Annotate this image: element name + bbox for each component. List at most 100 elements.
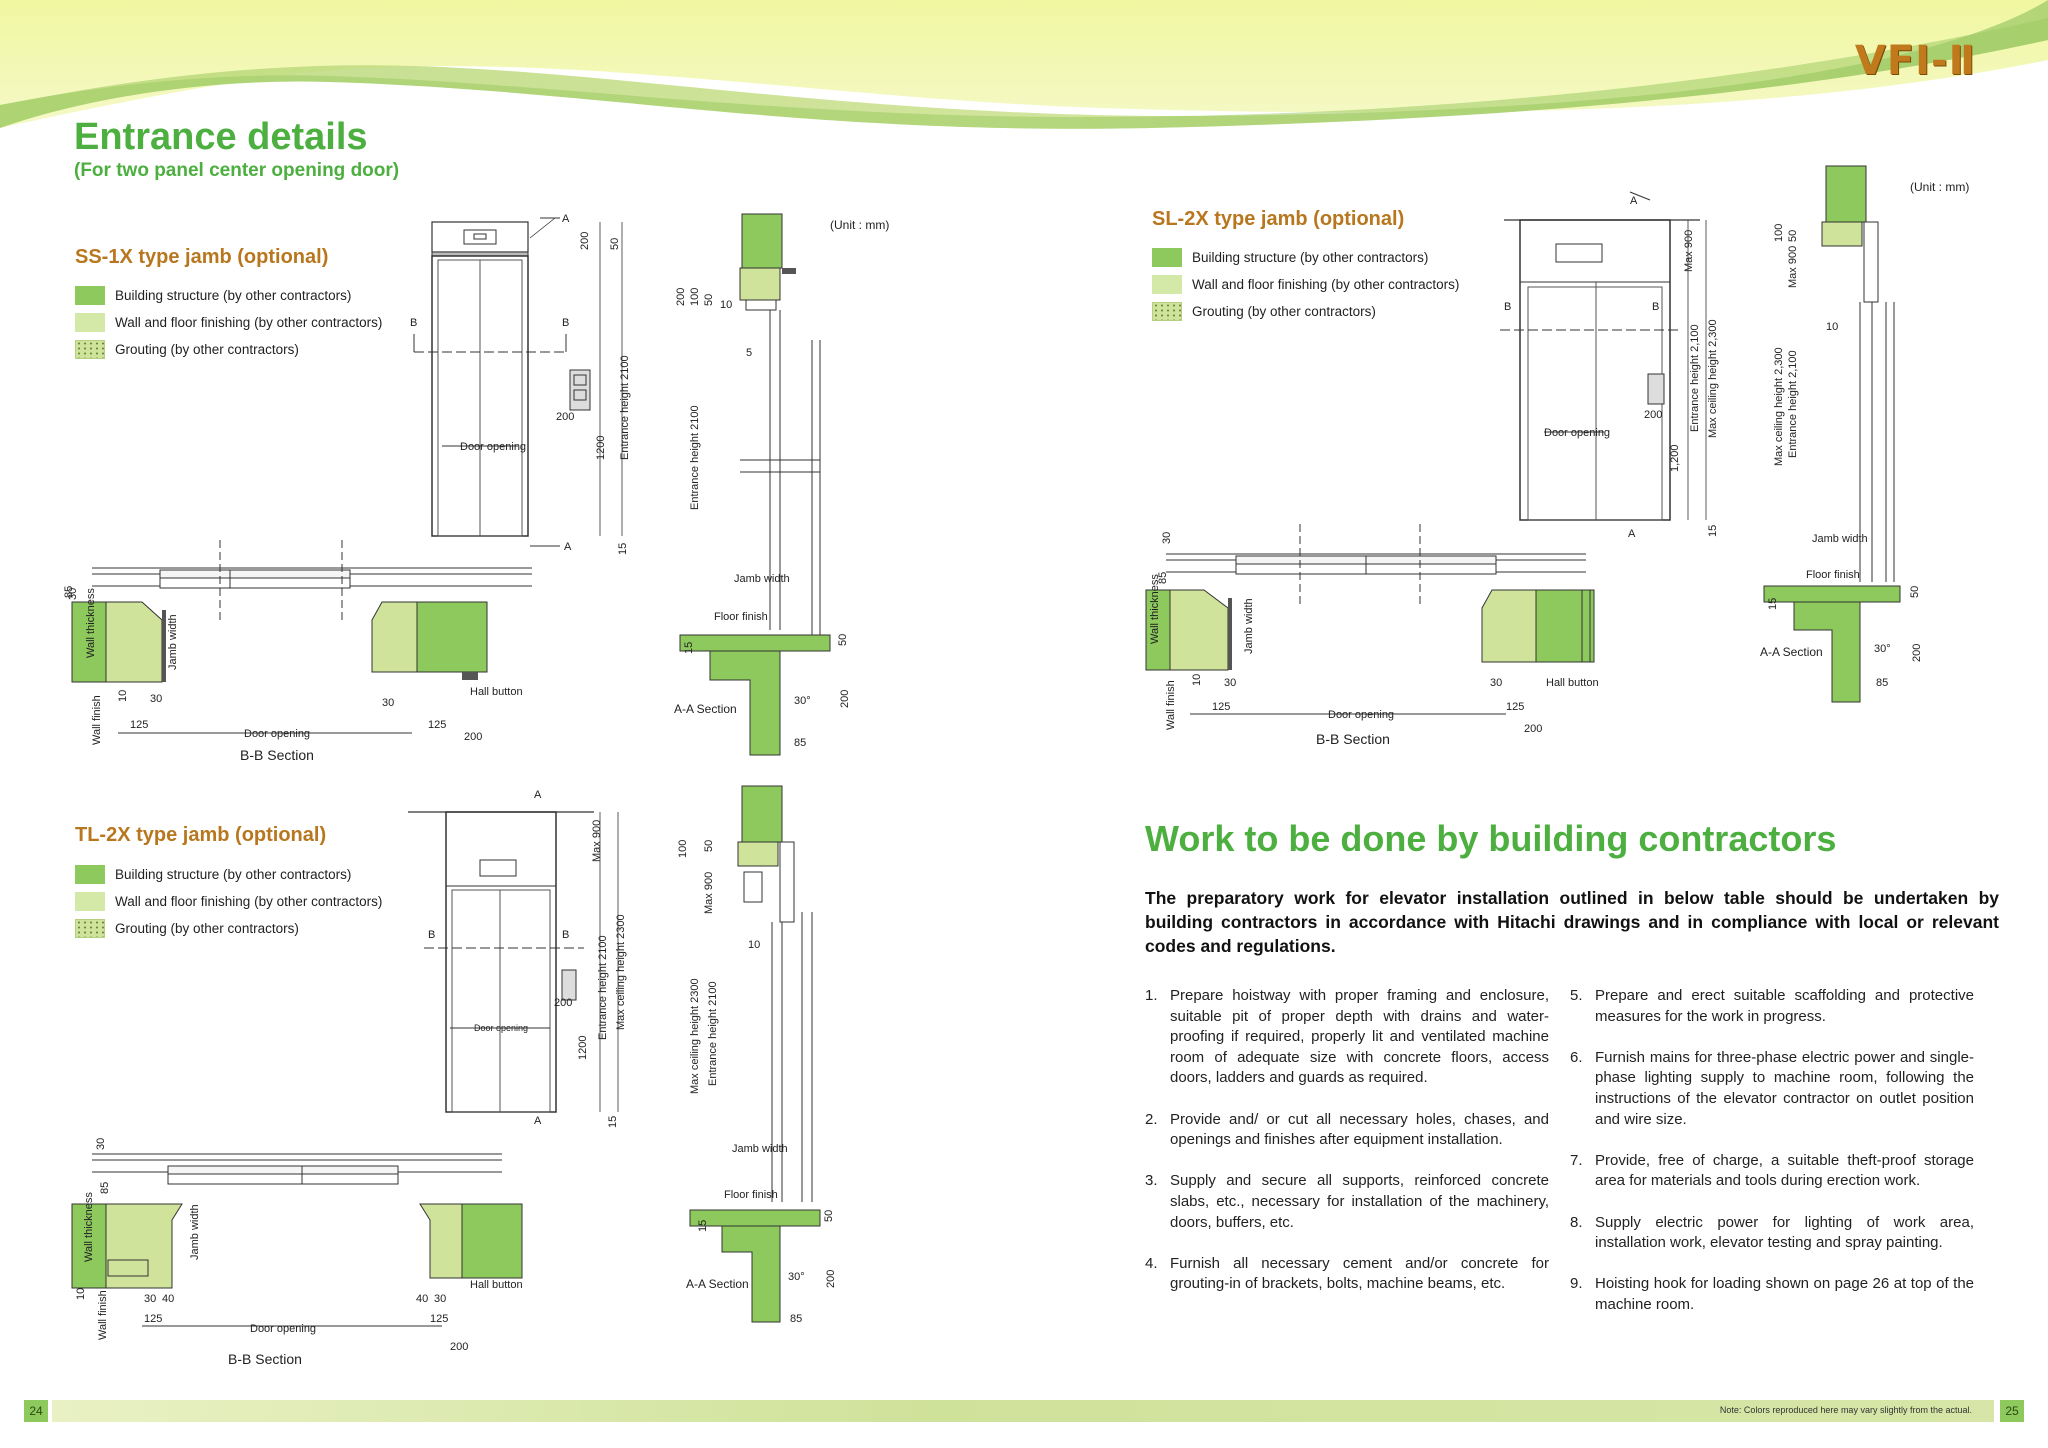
sl2x-aa-section: 100 50 Max 900 10 Max ceiling height 2,3… [1760, 165, 1923, 703]
dim-30: 30 [1224, 677, 1236, 689]
dim-40: 40 [162, 1293, 174, 1305]
list-item: 2.Provide and/ or cut all necessary hole… [1145, 1110, 1549, 1149]
jamb-width-label: Jamb width [189, 1204, 201, 1260]
legend-grouting: Grouting (by other contractors) [75, 339, 382, 359]
max-ceiling-label: Max ceiling height 2300 [689, 978, 701, 1094]
ss1x-front-elevation: A A B B Door opening 200 200 50 1200 Ent… [410, 213, 631, 555]
label-a: A [534, 1115, 542, 1127]
label-a: A [534, 789, 542, 801]
dim-15: 15 [617, 543, 629, 555]
dim-85: 85 [63, 586, 75, 598]
max-900-label: Max 900 [703, 872, 715, 914]
wall-thickness-label: Wall thickness [85, 588, 97, 658]
angle-30: 30° [794, 695, 811, 707]
floor-finish-label: Floor finish [714, 611, 768, 623]
hall-button-label: Hall button [470, 686, 523, 698]
entrance-height-label: Entrance height 2100 [707, 981, 719, 1086]
list-item: 3.Supply and secure all supports, reinfo… [1145, 1172, 1549, 1231]
aa-section-label: A-A Section [674, 702, 737, 716]
dim-10: 10 [720, 299, 732, 311]
jamb-width-label: Jamb width [732, 1143, 788, 1155]
dim-10: 10 [748, 939, 760, 951]
header-banner [0, 0, 2048, 140]
list-item: 7.Provide, free of charge, a suitable th… [1570, 1151, 1974, 1190]
floor-finish-label: Floor finish [1806, 569, 1860, 581]
entrance-height-label: Entrance height 2100 [597, 935, 609, 1040]
dim-200: 200 [556, 411, 574, 423]
work-list-right: 5.Prepare and erect suitable scaffolding… [1570, 986, 1974, 1336]
dim-15: 15 [683, 642, 695, 654]
label-a: A [562, 213, 570, 225]
label-b: B [1504, 301, 1511, 313]
dim-125: 125 [430, 1313, 448, 1325]
door-opening-label: Door opening [460, 441, 526, 453]
legend-finishing: Wall and floor finishing (by other contr… [75, 312, 382, 332]
finishing-swatch [75, 891, 105, 911]
dim-30: 30 [95, 1138, 107, 1150]
dim-200: 200 [675, 288, 687, 306]
tl2x-title: TL-2X type jamb (optional) [75, 824, 327, 846]
max-900-label: Max 900 [591, 820, 603, 862]
footer-bar [52, 1400, 1994, 1422]
bb-section-label: B-B Section [228, 1351, 302, 1367]
dim-30: 30 [150, 693, 162, 705]
dim-100: 100 [689, 288, 701, 306]
door-opening-label: Door opening [244, 728, 310, 740]
jamb-width-label: Jamb width [167, 614, 179, 670]
dim-15: 15 [607, 1116, 619, 1128]
sl2x-front-elevation: A A B B Door opening 200 Max 900 1,200 E… [1500, 191, 1719, 540]
dim-15: 15 [697, 1220, 709, 1232]
dim-125: 125 [144, 1313, 162, 1325]
dim-1200: 1200 [595, 436, 607, 460]
page-subtitle: (For two panel center opening door) [74, 160, 400, 181]
dim-50: 50 [1909, 586, 1921, 598]
jamb-width-label: Jamb width [734, 573, 790, 585]
dim-85: 85 [1876, 677, 1888, 689]
legend-finishing: Wall and floor finishing (by other contr… [1152, 274, 1459, 294]
dim-50: 50 [837, 634, 849, 646]
work-list-left: 1.Prepare hoistway with proper framing a… [1145, 986, 1549, 1316]
footer-note: Note: Colors reproduced here may vary sl… [1719, 1405, 1972, 1415]
dim-30: 30 [434, 1293, 446, 1305]
wall-finish-label: Wall finish [91, 695, 103, 745]
dim-200: 200 [1911, 644, 1923, 662]
dim-125: 125 [1212, 701, 1230, 713]
structure-swatch [1152, 247, 1182, 267]
grouting-swatch [75, 918, 105, 938]
dim-125: 125 [1506, 701, 1524, 713]
dim-200: 200 [1524, 723, 1542, 735]
aa-section-label: A-A Section [686, 1277, 749, 1291]
bb-section-label: B-B Section [1316, 731, 1390, 747]
tl2x-legend: Building structure (by other contractors… [75, 864, 382, 945]
dim-100: 100 [677, 840, 689, 858]
dim-30: 30 [144, 1293, 156, 1305]
page-number-right: 25 [2000, 1400, 2024, 1422]
list-item: 6.Furnish mains for three-phase electric… [1570, 1048, 1974, 1128]
label-a: A [1628, 528, 1636, 540]
dim-200: 200 [825, 1270, 837, 1288]
finishing-swatch [75, 312, 105, 332]
dim-10: 10 [1826, 321, 1838, 333]
aa-section-label: A-A Section [1760, 645, 1823, 659]
bb-section-label: B-B Section [240, 747, 314, 763]
tl2x-front-elevation: A A B B Door opening 200 Max 900 1200 En… [408, 789, 627, 1128]
label-b: B [562, 929, 569, 941]
label-b: B [428, 929, 435, 941]
wall-finish-label: Wall finish [97, 1290, 109, 1340]
dim-5: 5 [746, 347, 752, 359]
floor-finish-label: Floor finish [724, 1189, 778, 1201]
dim-1200: 1200 [577, 1036, 589, 1060]
door-opening-label: Door opening [250, 1323, 316, 1335]
dim-1200: 1,200 [1669, 444, 1681, 472]
work-intro-paragraph: The preparatory work for elevator instal… [1145, 888, 1999, 956]
dim-200: 200 [554, 997, 572, 1009]
hall-button-label: Hall button [470, 1279, 523, 1291]
legend-structure: Building structure (by other contractors… [1152, 247, 1459, 267]
max-900-label: Max 900 [1683, 230, 1695, 272]
dim-50: 50 [609, 238, 621, 250]
structure-swatch [75, 285, 105, 305]
label-a: A [564, 541, 572, 553]
legend-finishing: Wall and floor finishing (by other contr… [75, 891, 382, 911]
wall-finish-label: Wall finish [1165, 680, 1177, 730]
dim-200: 200 [450, 1341, 468, 1353]
